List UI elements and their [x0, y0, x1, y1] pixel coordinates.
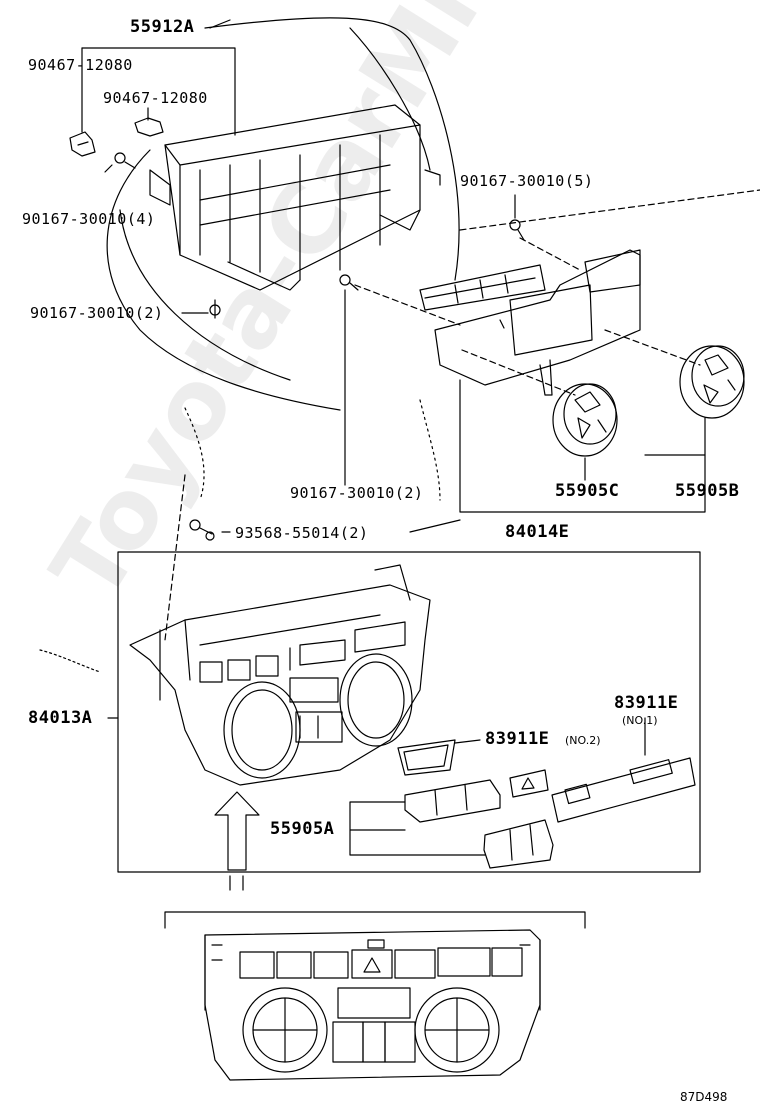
leader-83911E-no2	[454, 739, 481, 744]
label-90467-12080-b: 90467-12080	[103, 89, 208, 107]
label-55912A: 55912A	[130, 17, 195, 37]
knob-55905C	[552, 383, 618, 457]
strip-83911E-no1	[551, 717, 696, 823]
label-55905B: 55905B	[675, 481, 740, 501]
assembly-frame	[117, 551, 701, 873]
knob-55905B	[679, 345, 745, 419]
arrow-up-icon	[214, 791, 260, 891]
clip-90467-b	[134, 117, 164, 137]
label-83911E-no1: 83911E	[614, 693, 679, 713]
label-55905A: 55905A	[270, 819, 335, 839]
bottom-bracket-line	[164, 911, 586, 929]
label-90167-30010-2b: 90167-30010(2)	[290, 484, 424, 502]
screw-icons	[114, 152, 525, 541]
assembly-guides	[164, 237, 701, 641]
label-90467-12080-a: 90467-12080	[28, 56, 133, 74]
bracket-55912A	[149, 104, 441, 291]
clip-90467-a	[69, 131, 96, 157]
label-83911E-no2-sub: (NO.2)	[565, 734, 601, 747]
label-83911E-no2: 83911E	[485, 729, 550, 749]
panel-84013A	[129, 564, 431, 786]
label-84013A: 84013A	[28, 708, 93, 728]
label-84014E: 84014E	[505, 522, 570, 542]
diagram-code: 87D498	[680, 1090, 728, 1104]
control-board-84014E	[419, 249, 641, 396]
label-55905C: 55905C	[555, 481, 620, 501]
label-90167-30010-5: 90167-30010(5)	[460, 172, 594, 190]
label-83911E-no1-sub: (NO.1)	[622, 714, 658, 727]
leader-lines-top	[81, 19, 706, 533]
buttons-55905A	[349, 769, 554, 869]
control-head-assembly	[204, 929, 541, 1081]
bezel-83911E-no2	[397, 739, 456, 776]
label-90167-30010-2a: 90167-30010(2)	[30, 304, 164, 322]
label-93568-55014: 93568-55014(2)	[235, 524, 369, 542]
label-90167-30010-4: 90167-30010(4)	[22, 210, 156, 228]
